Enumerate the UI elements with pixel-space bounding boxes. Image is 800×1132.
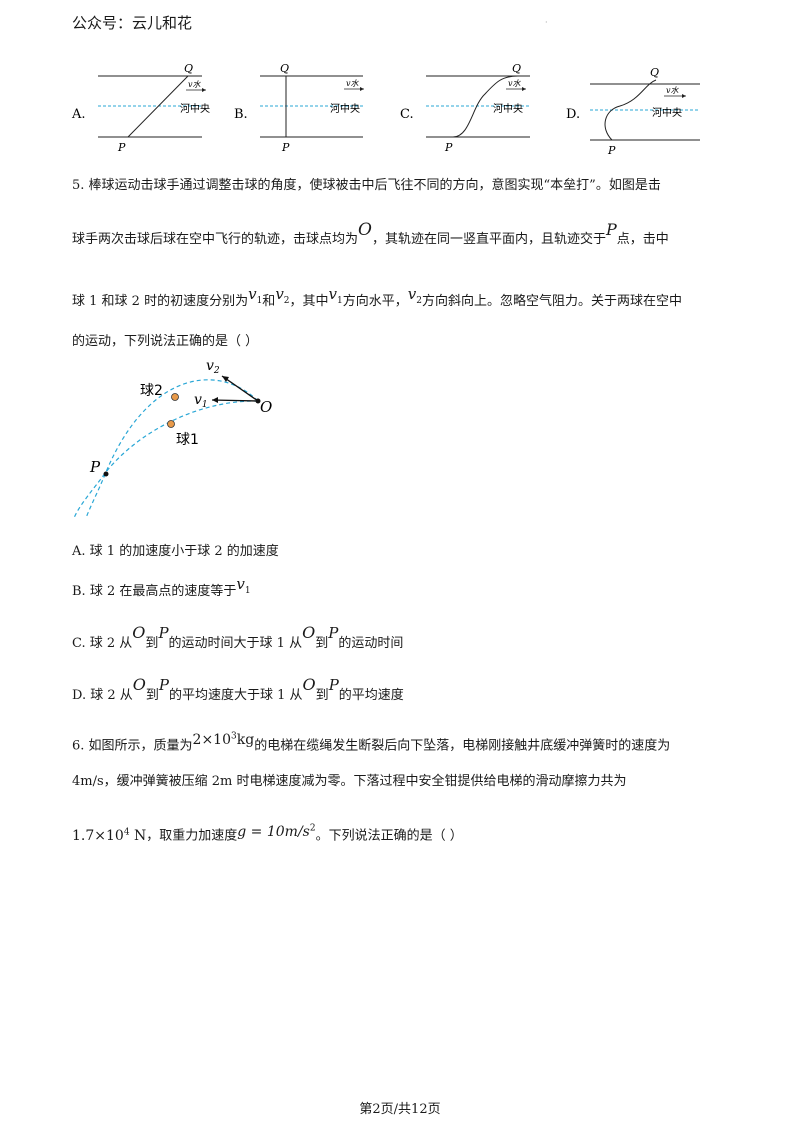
text-segment: 的电梯在缆绳发生断裂后向下坠落，电梯刚接触井底缓冲弹簧时的速度为 [254,738,671,754]
q5-option-b: B. 球 2 在最高点的速度等于v1 [72,575,752,607]
gravity-expression: g = 10m/s2 [237,823,316,840]
v-label: v水 [666,86,680,95]
trajectory-ball-2 [85,379,259,519]
text-segment: 的运动时间大于球 1 从 [168,636,303,651]
text-segment: C. 球 2 从 [72,636,133,651]
label-p: P [89,458,101,476]
symbol-o: O [358,220,372,240]
symbol-v1: v1 [236,575,251,596]
mass-expression: 2×103kg [192,731,255,748]
symbol-p: P [605,220,617,239]
symbol-v1: v1 [328,285,343,306]
label-v2: v2 [206,358,220,376]
option-letter: C. [400,107,414,122]
v-label: v水 [346,79,360,88]
text-segment: D. 球 2 从 [72,688,133,703]
q5-line-4: 的运动，下列说法正确的是（ ） [72,334,259,349]
symbol-o: O [302,675,316,694]
symbol-p: P [158,624,169,642]
center-label: 河中央 [493,102,523,115]
option-letter: B. [234,107,248,122]
symbol-p: P [328,624,339,642]
p-label: P [281,141,290,154]
text-segment: ，取重力加速度 [146,828,238,844]
q6-line-1: 6. 如图所示，质量为2×103kg的电梯在缆绳发生断裂后向下坠落，电梯刚接触井… [72,731,752,757]
symbol-o: O [302,623,316,642]
q-label: Q [512,62,521,75]
q6-line-2: 4m/s，缓冲弹簧被压缩 2m 时电梯速度减为零。下落过程中安全钳提供给电梯的滑… [72,774,627,789]
river-figures-row: A. Q v水 河中央 P B. Q v水 河中央 P C. Q v水 河中央 [71,62,700,157]
figure-b: B. Q v水 河中央 P [234,62,364,154]
q-label: Q [184,62,193,75]
q5-option-a: A. 球 1 的加速度小于球 2 的加速度 [72,544,279,559]
page-footer: 第2页/共12页 [359,1102,441,1117]
text-segment: 到 [145,688,159,703]
v2-arrow [221,375,259,402]
text-segment: 6. 如图所示，质量为 [72,738,193,754]
label-ball-2: 球2 [140,383,163,399]
text-segment: 方向水平， [342,294,408,309]
q5-option-c: C. 球 2 从O到P的运动时间大于球 1 从O到P的运动时间 [72,623,752,654]
q5-line-2: 球手两次击球后球在空中飞行的轨迹，击球点均为O，其轨迹在同一竖直平面内，且轨迹交… [72,220,752,250]
p-label: P [117,141,126,154]
q-label: Q [280,62,289,75]
figure-c: C. Q v水 河中央 P [400,62,530,154]
text-segment: 球手两次击球后球在空中飞行的轨迹，击球点均为 [72,232,359,247]
text-segment: 点，击中 [616,232,669,247]
point-o [255,398,261,404]
v1-arrow [211,399,259,402]
page-header: 公众号：云儿和花 [72,14,193,32]
symbol-o: O [132,623,146,642]
label-v1: v1 [194,392,208,410]
q-label: Q [650,66,659,79]
v-label: v水 [508,79,522,88]
trajectory-ball-1 [73,400,259,519]
q5-line-3: 球 1 和球 2 时的初速度分别为v1和v2，其中v1方向水平，v2方向斜向上。… [72,285,752,317]
point-p [103,471,109,477]
stray-dot: · [545,18,548,27]
figure-d: D. Q v水 河中央 P [566,66,700,157]
text-segment: 的平均速度大于球 1 从 [169,688,303,703]
ball-2 [171,393,179,401]
text-segment: 。下列说法正确的是（ ） [315,828,463,844]
force-expression: 1.7×104 N [72,827,147,844]
p-label: P [607,144,616,157]
figure-a: A. Q v水 河中央 P [71,62,210,154]
text-segment: 的运动时间 [338,636,404,651]
symbol-p: P [158,676,169,694]
baseball-trajectory-figure: 球2 球1 O P v1 v2 [73,358,272,519]
text-segment: 到 [315,688,329,703]
ball-1 [167,420,175,428]
text-segment: 的平均速度 [338,688,404,703]
option-letter: D. [566,107,580,122]
v-label: v水 [188,80,202,89]
symbol-o: O [132,675,146,694]
symbol-v1: v1 [248,285,263,306]
text-segment: ，其中 [289,294,329,309]
symbol-v2: v2 [275,285,290,306]
symbol-v2: v2 [407,285,422,306]
text-segment: 到 [315,636,329,651]
text-segment: ，其轨迹在同一竖直平面内，且轨迹交于 [371,232,606,247]
center-label: 河中央 [180,102,210,115]
symbol-p: P [328,676,339,694]
p-label: P [444,141,453,154]
q5-line-1: 5. 棒球运动击球手通过调整击球的角度，使球被击中后飞往不同的方向，意图实现“本… [72,178,661,193]
option-letter: A. [71,107,86,122]
text-segment: 和 [262,294,276,309]
label-o: O [260,398,272,416]
q5-option-d: D. 球 2 从O到P的平均速度大于球 1 从O到P的平均速度 [72,675,752,706]
label-ball-1: 球1 [176,432,199,448]
text-segment: 球 1 和球 2 时的初速度分别为 [72,294,249,309]
text-segment: 方向斜向上。忽略空气阻力。关于两球在空中 [422,294,683,309]
text-segment: B. 球 2 在最高点的速度等于 [72,584,237,599]
text-segment: 到 [145,636,159,651]
center-label: 河中央 [330,102,360,115]
center-label: 河中央 [652,106,682,119]
q6-line-3: 1.7×104 N，取重力加速度g = 10m/s2。下列说法正确的是（ ） [72,822,752,847]
